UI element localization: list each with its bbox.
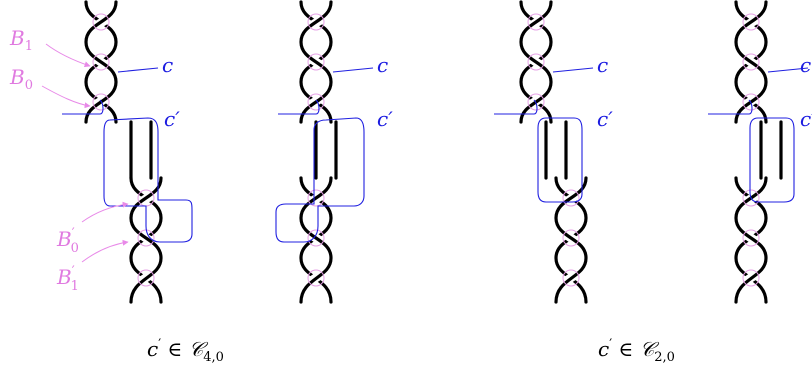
label-b1: B1	[9, 26, 33, 54]
label-b0: B0	[9, 65, 33, 93]
label-c-prime-1: c′	[164, 107, 180, 131]
label-c-prime-3: c′	[597, 107, 613, 131]
label-c-3: c	[597, 53, 608, 77]
caption-right: c′ ∈ 𝒞2,0	[598, 337, 675, 365]
braid-panel-4	[708, 0, 809, 304]
label-b0-prime: B′0	[56, 226, 79, 256]
braid-panel-3	[494, 0, 594, 304]
label-c-4: c	[800, 53, 811, 77]
blue-labels: c c′ c c′ c c′ c c′	[162, 53, 812, 131]
captions: c′ ∈ 𝒞4,0 c′ ∈ 𝒞2,0	[147, 337, 675, 365]
label-c-2: c	[377, 53, 388, 77]
braid-panel-2	[275, 0, 374, 304]
pink-labels: B1 B0 B′0 B′1	[9, 26, 79, 294]
braid-panel-1	[41, 0, 193, 304]
label-c-prime-4: c′	[800, 107, 812, 131]
label-c-prime-2: c′	[377, 107, 393, 131]
label-b1-prime: B′1	[56, 264, 79, 294]
label-c-1: c	[162, 53, 173, 77]
caption-left: c′ ∈ 𝒞4,0	[147, 337, 224, 365]
